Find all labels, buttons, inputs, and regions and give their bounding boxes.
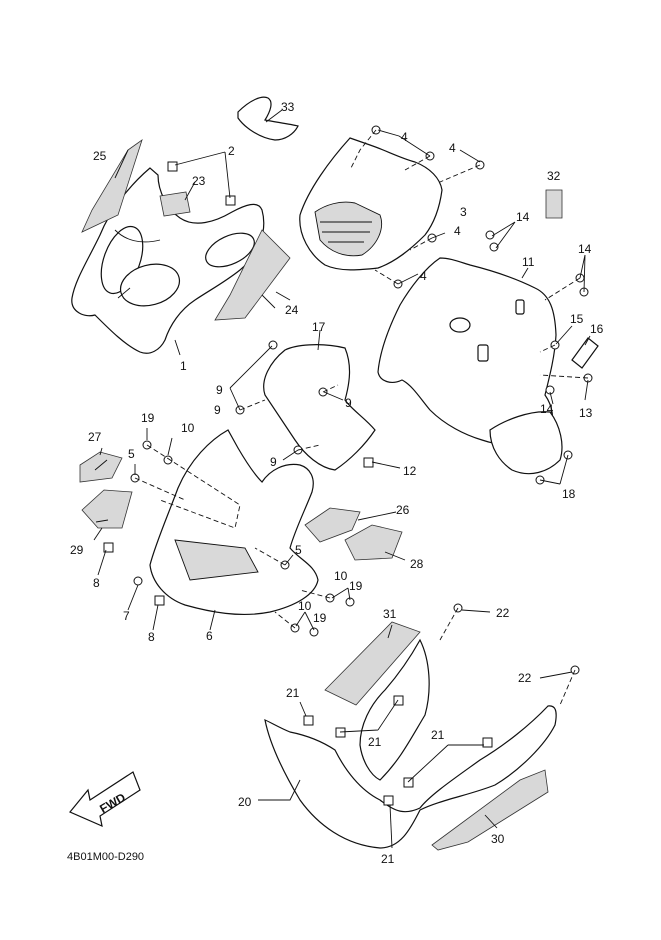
callout-26: 26 (396, 503, 410, 517)
callout-5a: 5 (128, 447, 135, 461)
callout-4d: 4 (420, 269, 427, 283)
callout-24: 24 (285, 303, 299, 317)
callout-9c: 9 (345, 396, 352, 410)
callout-30: 30 (491, 832, 505, 846)
decal-27 (79, 451, 123, 483)
forward-direction-arrow: FWD (69, 771, 141, 828)
callout-25: 25 (93, 149, 107, 163)
callout-8a: 8 (93, 576, 100, 590)
decal-23 (159, 191, 191, 217)
decal-32 (545, 189, 563, 219)
leg-shield-part (149, 429, 319, 616)
callout-21d: 21 (381, 852, 395, 866)
callout-15: 15 (570, 312, 584, 326)
callout-9a: 9 (216, 383, 223, 397)
decal-29 (81, 489, 133, 529)
callout-14a: 14 (516, 210, 530, 224)
callout-33: 33 (281, 100, 295, 114)
callout-22a: 22 (496, 606, 510, 620)
callout-27: 27 (88, 430, 102, 444)
callout-10b: 10 (334, 569, 348, 583)
decal-24 (214, 229, 291, 321)
callout-6: 6 (206, 629, 213, 643)
callout-labels: 1 2 3 4 4 4 4 5 5 6 7 8 8 9 9 9 9 10 10 … (70, 100, 604, 866)
decal-26 (304, 507, 361, 543)
dashed-guide-lines (134, 129, 589, 706)
callout-28: 28 (410, 557, 424, 571)
callout-3: 3 (460, 205, 467, 219)
callout-2: 2 (228, 144, 235, 158)
diagram-reference-code: 4B01M00-D290 (67, 851, 144, 863)
callout-4b: 4 (449, 141, 456, 155)
stay-part (263, 344, 376, 471)
callout-32: 32 (547, 169, 561, 183)
front-cowling-part (71, 167, 265, 354)
callout-14c: 14 (540, 402, 554, 416)
callout-17: 17 (312, 320, 326, 334)
callout-4a: 4 (401, 130, 408, 144)
top-cover-part (237, 96, 299, 141)
callout-10c: 10 (298, 599, 312, 613)
callout-21a: 21 (286, 686, 300, 700)
under-cover-part (264, 638, 557, 849)
callout-7: 7 (123, 609, 130, 623)
decal-30 (431, 769, 549, 851)
callout-13: 13 (579, 406, 593, 420)
callout-29: 29 (70, 543, 84, 557)
callout-9b: 9 (214, 403, 221, 417)
side-cover-part (489, 411, 563, 475)
callout-21b: 21 (368, 735, 382, 749)
callout-14b: 14 (578, 242, 592, 256)
callout-11: 11 (522, 255, 535, 269)
callout-1: 1 (180, 359, 187, 373)
callout-19a: 19 (141, 411, 155, 425)
decal-31 (324, 621, 421, 706)
callout-8b: 8 (148, 630, 155, 644)
callout-5b: 5 (295, 543, 302, 557)
callout-31: 31 (383, 607, 397, 621)
decal-25 (81, 138, 143, 233)
callout-21c: 21 (431, 728, 445, 742)
callout-19b: 19 (349, 579, 363, 593)
callout-20: 20 (238, 795, 252, 809)
callout-4c: 4 (454, 224, 461, 238)
callout-16: 16 (590, 322, 604, 336)
leader-lines (93, 109, 591, 849)
callout-22b: 22 (518, 671, 532, 685)
callout-12: 12 (403, 464, 417, 478)
grommet-16 (571, 337, 599, 369)
callout-10a: 10 (181, 421, 195, 435)
decal-28 (344, 524, 403, 561)
meter-panel-part (299, 137, 443, 271)
callout-19c: 19 (313, 611, 327, 625)
callout-9d: 9 (270, 455, 277, 469)
callout-23: 23 (192, 174, 206, 188)
callout-18: 18 (562, 487, 576, 501)
